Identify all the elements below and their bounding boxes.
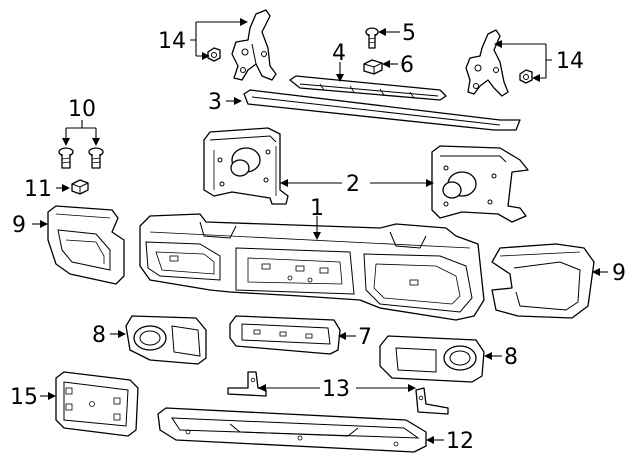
part-14-right-nut: [519, 69, 533, 84]
callout-3: 3: [208, 90, 222, 115]
part-13-left-bracket: [227, 371, 267, 397]
callout-10: 10: [68, 97, 96, 122]
part-2-right-mount: [431, 145, 529, 223]
leader-10: [62, 120, 100, 146]
part-6-clip: [363, 59, 383, 75]
leader-1: [313, 216, 321, 240]
part-9-left-endcap: [47, 205, 125, 285]
leader-7: [338, 332, 356, 340]
part-12-skid-plate: [157, 407, 427, 453]
leader-5: [378, 28, 400, 36]
callout-6: 6: [400, 53, 414, 78]
part-15-plate: [55, 371, 139, 437]
part-13-right-bracket: [415, 387, 449, 415]
part-1-bumper: [139, 213, 485, 321]
callout-14-right: 14: [556, 49, 584, 74]
part-8-left-bezel: [125, 315, 207, 365]
callout-4: 4: [332, 41, 346, 66]
leader-12: [426, 436, 444, 444]
part-14-right-bracket: [465, 29, 509, 97]
leader-3: [226, 97, 242, 105]
part-7-center-panel: [229, 315, 341, 355]
leader-13: [258, 384, 416, 392]
part-10-bolt-left: [58, 147, 74, 169]
part-10-bolt-right: [88, 147, 104, 169]
part-3-bar: [243, 89, 521, 131]
callout-8-left: 8: [92, 323, 106, 348]
part-14-left-bracket: [231, 9, 277, 81]
callout-12: 12: [446, 429, 474, 454]
leader-14-left: [190, 18, 248, 60]
leader-6: [382, 60, 398, 68]
leader-8-left: [110, 330, 126, 338]
part-4-reinforcement: [289, 75, 447, 101]
callout-15: 15: [10, 385, 38, 410]
part-8-right-bezel: [379, 335, 485, 383]
leader-9-right: [592, 268, 608, 276]
part-5-bolt: [365, 27, 379, 49]
callout-8-right: 8: [504, 345, 518, 370]
callout-7: 7: [358, 325, 372, 350]
callout-14-left: 14: [158, 29, 186, 54]
leader-9-left: [32, 220, 48, 228]
callout-13: 13: [322, 377, 350, 402]
callout-5: 5: [402, 21, 416, 46]
leader-14-right: [494, 40, 552, 82]
part-14-left-nut: [207, 47, 221, 62]
callout-2: 2: [346, 172, 360, 197]
leader-11: [56, 184, 70, 192]
part-2-left-mount: [203, 127, 289, 205]
callout-9-right: 9: [612, 261, 626, 286]
callout-1: 1: [310, 196, 324, 221]
part-9-right-endcap: [491, 243, 595, 319]
leader-2: [280, 179, 434, 187]
part-11-clip: [71, 179, 89, 195]
leader-15: [40, 392, 56, 400]
callout-9-left: 9: [12, 213, 26, 238]
leader-4: [336, 62, 344, 82]
callout-11: 11: [24, 177, 52, 202]
leader-8-right: [484, 352, 502, 360]
